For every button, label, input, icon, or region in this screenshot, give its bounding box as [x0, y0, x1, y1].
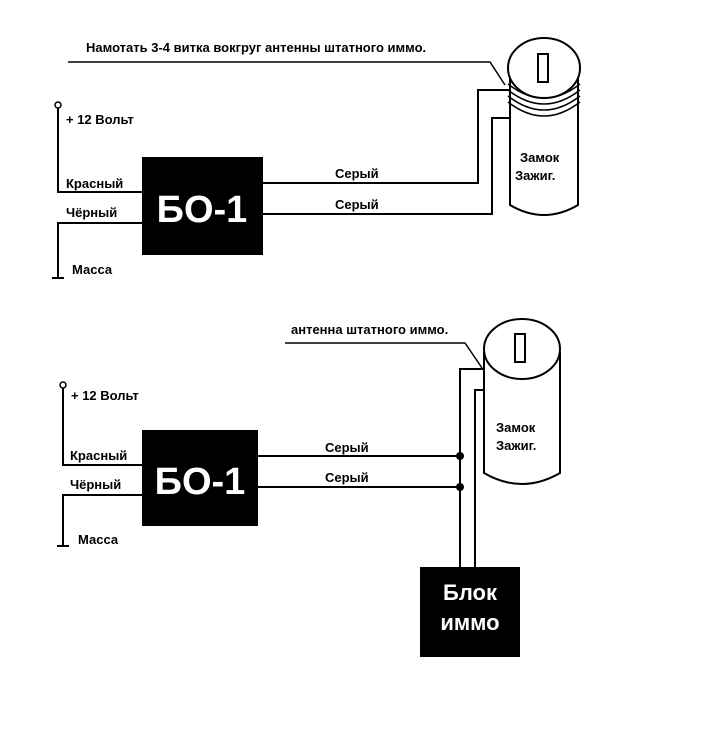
- top-gray-wire-2: [263, 117, 510, 215]
- top-lock-label-1: Замок: [520, 150, 560, 165]
- bottom-immo-label-1: Блок: [443, 580, 498, 605]
- bottom-gray-label-2: Серый: [325, 470, 369, 485]
- bottom-antenna-wire-2: [474, 389, 485, 567]
- bottom-black-label: Чёрный: [70, 477, 121, 492]
- top-antenna-coil-turn-2: [507, 89, 581, 105]
- bottom-diagram: антенна штатного иммо. + 12 Вольт Красны…: [57, 318, 561, 657]
- top-bo1-box: [142, 157, 263, 255]
- top-antenna-leader: [68, 61, 506, 86]
- top-ground-label: Масса: [72, 262, 113, 277]
- top-ignition-lock: Замок Зажиг.: [507, 37, 581, 216]
- bottom-key-slot-icon: [514, 333, 526, 363]
- bottom-ground-label: Масса: [78, 532, 119, 547]
- bottom-antenna-note: антенна штатного иммо.: [291, 322, 448, 337]
- top-gray-label-2: Серый: [335, 197, 379, 212]
- top-red-wire: [57, 108, 142, 193]
- bottom-lock-label-1: Замок: [496, 420, 536, 435]
- bottom-gray-label-1: Серый: [325, 440, 369, 455]
- top-diagram: Намотать 3-4 витка вокгруг антенны штатн…: [52, 37, 581, 279]
- top-red-label: Красный: [66, 176, 123, 191]
- bottom-antenna-wire-1: [459, 368, 484, 567]
- top-gray-wire-1: [263, 89, 510, 184]
- bottom-bo1-label: БО-1: [155, 461, 246, 503]
- top-bo1-label: БО-1: [157, 189, 248, 231]
- bottom-red-wire: [62, 388, 142, 466]
- top-lock-label-2: Зажиг.: [515, 168, 555, 183]
- top-antenna-coil-turn-3: [507, 95, 581, 111]
- bottom-antenna-leader: [285, 342, 483, 369]
- top-antenna-coil-turn-1: [507, 83, 581, 99]
- top-antenna-coil-turn-4: [507, 101, 581, 117]
- top-gray-label-1: Серый: [335, 166, 379, 181]
- bottom-black-wire: [62, 494, 142, 546]
- bottom-red-label: Красный: [70, 448, 127, 463]
- bottom-bo1-box: [142, 430, 258, 526]
- top-plus12-label: + 12 Вольт: [66, 112, 134, 127]
- bottom-lock-label-2: Зажиг.: [496, 438, 536, 453]
- bottom-plus12-label: + 12 Вольт: [71, 388, 139, 403]
- bottom-ignition-lock: Замок Зажиг.: [483, 318, 561, 485]
- top-black-wire: [57, 222, 142, 278]
- top-antenna-note: Намотать 3-4 витка вокгруг антенны штатн…: [86, 40, 426, 55]
- bottom-immo-label-2: иммо: [440, 610, 499, 635]
- top-plus12-terminal: [54, 101, 62, 109]
- top-key-slot-icon: [537, 53, 549, 83]
- top-black-label: Чёрный: [66, 205, 117, 220]
- bottom-plus12-terminal: [59, 381, 67, 389]
- bottom-immo-box: [420, 567, 520, 657]
